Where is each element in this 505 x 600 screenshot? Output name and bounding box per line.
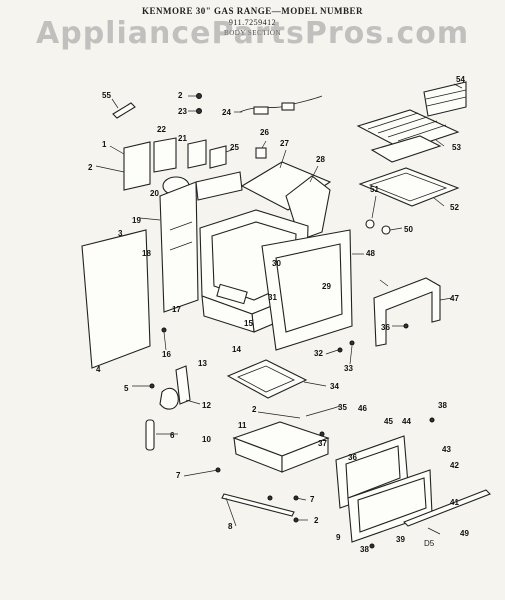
- callout-label: 7: [176, 471, 181, 480]
- callout-label: 44: [402, 417, 411, 426]
- screw-icon: [149, 383, 155, 389]
- callout-label: 22: [157, 125, 166, 134]
- callout-label: 37: [318, 439, 327, 448]
- callout-label: 36: [348, 453, 357, 462]
- callout-label: 55: [102, 91, 111, 100]
- callout-label: 24: [222, 108, 231, 117]
- callout-label: 6: [170, 431, 175, 440]
- screw-icon: [196, 93, 202, 114]
- callout-label: 10: [202, 435, 211, 444]
- callout-label: 46: [358, 404, 367, 413]
- screw-icon: [369, 417, 435, 549]
- callout-label: 48: [366, 249, 375, 258]
- part-54: [423, 81, 467, 117]
- callout-label: 2: [252, 405, 257, 414]
- callout-label: 38: [438, 401, 447, 410]
- callout-label: 35: [338, 403, 347, 412]
- callout-label: 4: [96, 365, 101, 374]
- broiler-drawer-11: [232, 421, 330, 473]
- callout-label: 31: [268, 293, 277, 302]
- callout-label: 52: [450, 203, 459, 212]
- section-label: BODY SECTION: [224, 29, 281, 37]
- callout-label: 54: [456, 75, 465, 84]
- callout-label: 51: [370, 185, 379, 194]
- screw-icon: [161, 327, 167, 333]
- callout-label: 13: [198, 359, 207, 368]
- callout-label: 26: [260, 128, 269, 137]
- callout-label: 38: [360, 545, 369, 554]
- callout-label: 47: [450, 294, 459, 303]
- side-panel-4: [81, 229, 151, 369]
- callout-label: 17: [172, 305, 181, 314]
- callout-label: 15: [244, 319, 253, 328]
- part-1: [123, 141, 151, 191]
- oven-front-frame-49: [261, 229, 353, 351]
- callout-label: 53: [452, 143, 461, 152]
- door-gasket-47-48: [373, 277, 441, 347]
- callout-label: 39: [396, 535, 405, 544]
- leader-lines: [95, 83, 463, 535]
- callout-label: 21: [178, 134, 187, 143]
- callout-label: 18: [142, 249, 151, 258]
- callout-label: 29: [322, 282, 331, 291]
- part-bracket-55: [112, 102, 136, 119]
- callout-label: 19: [132, 216, 141, 225]
- callout-label: 7: [310, 495, 315, 504]
- callout-label: 23: [178, 107, 187, 116]
- callout-label: 2: [314, 516, 319, 525]
- callout-label: 28: [316, 155, 325, 164]
- callout-label: 14: [232, 345, 241, 354]
- callout-label: 3: [118, 229, 123, 238]
- callout-label: 2: [88, 163, 93, 172]
- callout-label: 41: [450, 498, 459, 507]
- bracket-12-13: [159, 365, 191, 410]
- part-26: [255, 147, 267, 159]
- figure-code: D5: [424, 539, 435, 548]
- callout-label: 9: [336, 533, 341, 542]
- part-25: [209, 145, 227, 169]
- top-panel-27: [240, 161, 332, 211]
- broiler-pan-52: [358, 167, 460, 207]
- callout-label: 12: [202, 401, 211, 410]
- callout-label: 11: [238, 421, 247, 430]
- callout-label: 32: [314, 349, 323, 358]
- callout-label: 2: [178, 91, 183, 100]
- callout-label: 43: [442, 445, 451, 454]
- part-harness-24: [239, 95, 323, 115]
- rod-8: [221, 493, 295, 517]
- callout-label: 30: [272, 259, 281, 268]
- callout-label: 1: [102, 140, 107, 149]
- callout-label: 16: [162, 350, 171, 359]
- callout-label: 25: [230, 143, 239, 152]
- callout-label: 50: [404, 225, 413, 234]
- body-left-side-18-19: [159, 171, 243, 313]
- part-6: [145, 419, 155, 451]
- callout-label: 20: [150, 189, 159, 198]
- callout-label: 33: [344, 364, 353, 373]
- callout-label: 27: [280, 139, 289, 148]
- screw-icon: [403, 323, 409, 329]
- part-22-21: [153, 137, 207, 173]
- part-35-37: [305, 407, 335, 437]
- diagram-title: KENMORE 30" GAS RANGE—MODEL NUMBER: [141, 6, 363, 16]
- part-51-50: [365, 219, 391, 235]
- callout-label: 5: [124, 384, 129, 393]
- oven-burner-14-34: [226, 359, 308, 399]
- callout-label: 34: [330, 382, 339, 391]
- drawer-rail-49: [403, 489, 491, 527]
- oven-rack-53: [356, 109, 460, 163]
- callout-label: 8: [228, 522, 233, 531]
- model-number: 911.7259412: [228, 18, 277, 27]
- callout-label: 42: [450, 461, 459, 470]
- callout-label: 36: [381, 323, 390, 332]
- callout-label: 45: [384, 417, 393, 426]
- callout-label: 49: [460, 529, 469, 538]
